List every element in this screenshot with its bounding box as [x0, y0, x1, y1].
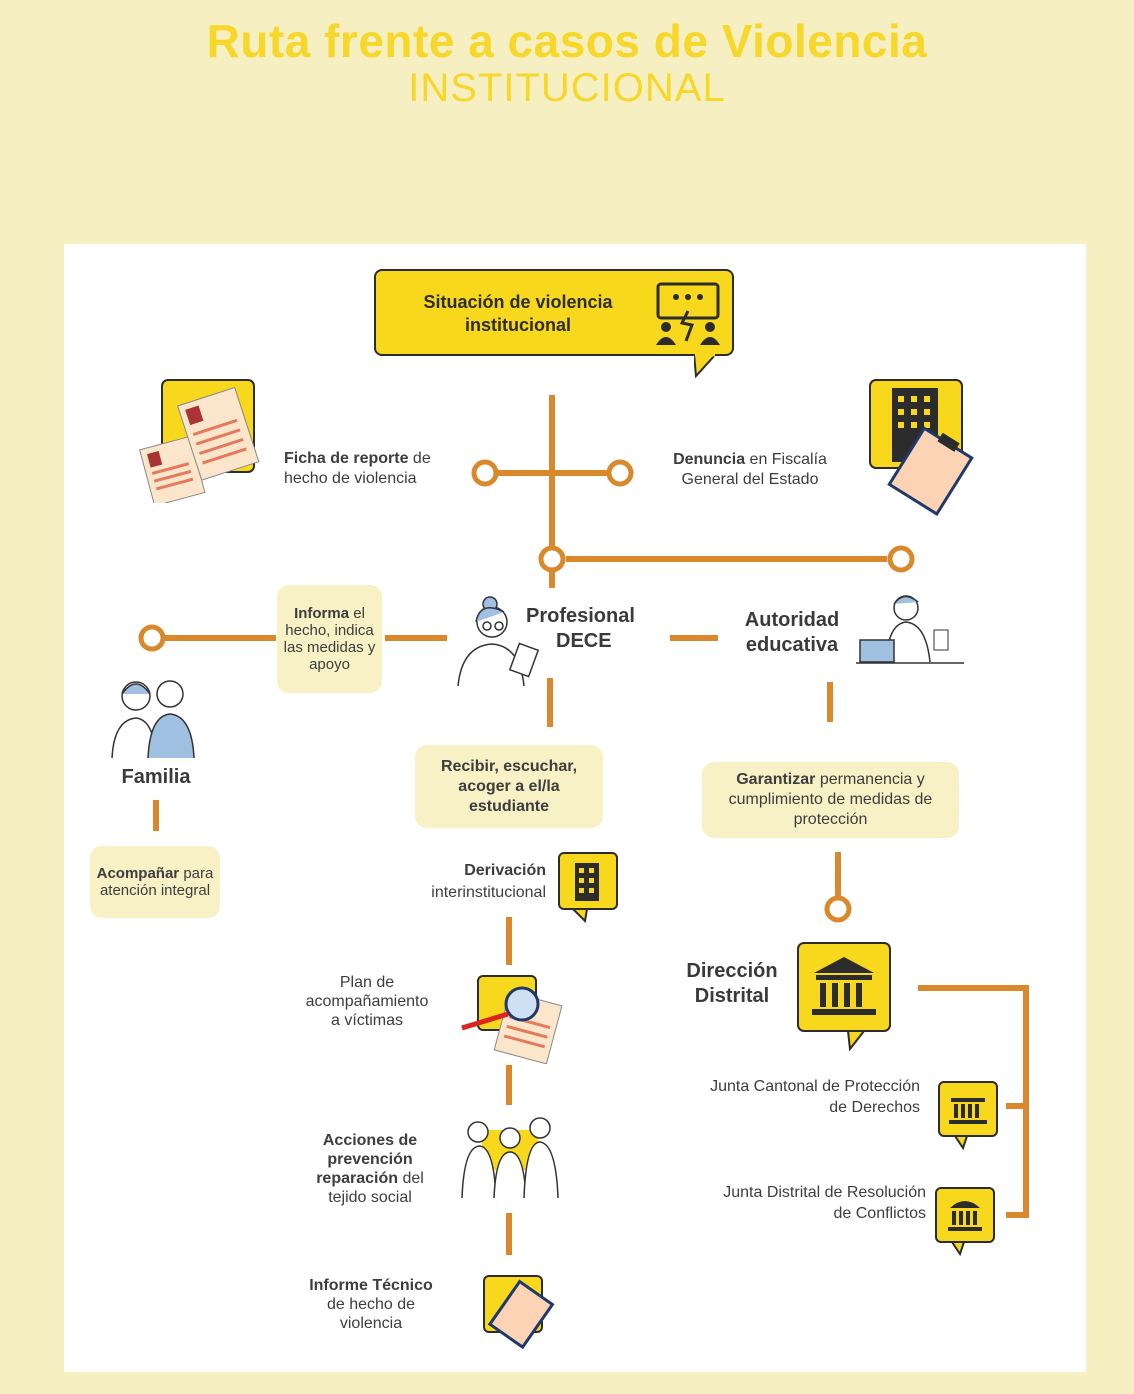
informe-r2: de hecho de	[326, 1296, 416, 1313]
informe-b1: Informe Técnico	[309, 1277, 433, 1294]
dece-professional-icon	[457, 596, 540, 687]
junta-distrital-line1: Junta Distrital de Resolución	[723, 1184, 926, 1201]
page-subtitle: INSTITUCIONAL	[408, 66, 726, 110]
dece-label1: Profesional	[526, 605, 635, 627]
group-people-icon	[461, 1117, 559, 1199]
plan-line2: acompañamiento	[305, 993, 429, 1010]
informa-text: Informa el hecho, indica las medidas y a…	[283, 605, 376, 673]
building-icon	[558, 852, 618, 923]
ficha-rest2: hecho de violencia	[284, 470, 417, 487]
government-building-icon	[797, 942, 891, 1051]
direccion-label1: Dirección	[686, 960, 778, 982]
clipboard-icon	[483, 1275, 555, 1350]
denuncia-rest1: en Fiscalía	[745, 451, 827, 468]
informa-bold: Informa	[294, 605, 350, 622]
junta-distrital-line2: de Conflictos	[833, 1205, 927, 1222]
denuncia-rest2: General del Estado	[681, 471, 819, 488]
junta-cantonal-line2: de Derechos	[829, 1099, 920, 1116]
acompanar-pill: Acompañar para atención integral	[90, 846, 220, 918]
family-icon	[111, 680, 195, 759]
informe-r3: violencia	[339, 1315, 403, 1332]
ficha-rest1: de	[408, 450, 431, 467]
conflict-people-icon	[656, 282, 720, 345]
acciones-b3: reparación	[316, 1170, 398, 1187]
garantizar-rest: permanencia y cumplimiento de medidas de…	[728, 771, 933, 828]
recibir-pill: Recibir, escuchar, acoger a el/la estudi…	[415, 745, 603, 828]
magnifier-documents-icon	[461, 975, 563, 1064]
garantizar-text: Garantizar permanencia y cumplimiento de…	[708, 770, 953, 830]
recibir-text: Recibir, escuchar, acoger a el/la estudi…	[440, 757, 578, 815]
autoridad-label2: educativa	[745, 634, 839, 656]
derivacion-rest: interinstitucional	[431, 884, 546, 901]
denuncia-text: Denuncia en Fiscalía General del Estado	[650, 450, 850, 490]
junta-cantonal-text: Junta Cantonal de Protección de Derechos	[640, 1076, 920, 1118]
plan-line1: Plan de	[339, 974, 395, 991]
familia-label: Familia	[121, 766, 191, 788]
derivacion-bold: Derivación	[464, 862, 546, 879]
acciones-r3: del	[398, 1170, 424, 1187]
direccion-label2: Distrital	[694, 985, 770, 1007]
garantizar-bold: Garantizar	[736, 771, 816, 788]
plan-text: Plan de acompañamiento a víctimas	[288, 973, 446, 1030]
acciones-b2: prevención	[327, 1151, 413, 1168]
acciones-b1: Acciones de	[322, 1132, 418, 1149]
junta-distrital-text: Junta Distrital de Resolución de Conflic…	[650, 1182, 926, 1224]
acompanar-text: Acompañar para atención integral	[96, 865, 214, 899]
plan-line3: a víctimas	[330, 1012, 403, 1029]
ficha-reporte-text: Ficha de reporte de hecho de violencia	[284, 449, 474, 489]
denuncia-bold: Denuncia	[673, 451, 746, 468]
junta-cantonal-line1: Junta Cantonal de Protección	[710, 1078, 920, 1095]
page-title: Ruta frente a casos de Violencia	[206, 15, 928, 67]
acompanar-rest: para atención integral	[99, 865, 214, 899]
junta-distrital-icon	[935, 1187, 995, 1257]
dece-label: Profesional DECE	[526, 604, 646, 654]
autoridad-label: Autoridad educativa	[728, 608, 856, 658]
situacion-violencia-box: Situación de violencia institucional	[374, 269, 734, 379]
acciones-text: Acciones de prevención reparación del te…	[300, 1131, 440, 1207]
direccion-label: Dirección Distrital	[672, 959, 792, 1009]
authority-laptop-icon	[856, 595, 964, 664]
ficha-bold: Ficha de reporte	[284, 450, 409, 467]
informa-pill: Informa el hecho, indica las medidas y a…	[277, 585, 382, 693]
acciones-r4: tejido social	[328, 1189, 412, 1206]
report-documents-icon	[139, 379, 260, 503]
situacion-violencia-label: Situación de violencia institucional	[423, 292, 613, 335]
informa-rest: el hecho, indica las medidas y apoyo	[283, 605, 376, 673]
autoridad-label1: Autoridad	[744, 609, 840, 631]
callout-tail-icon	[694, 354, 718, 379]
building-clipboard-icon	[869, 379, 974, 516]
acompanar-bold: Acompañar	[96, 865, 180, 882]
derivacion-text: Derivación interinstitucional	[380, 860, 546, 904]
dece-label2: DECE	[556, 630, 612, 652]
informe-text: Informe Técnico de hecho de violencia	[296, 1276, 446, 1333]
junta-cantonal-icon	[938, 1081, 998, 1151]
garantizar-pill: Garantizar permanencia y cumplimiento de…	[702, 762, 959, 838]
